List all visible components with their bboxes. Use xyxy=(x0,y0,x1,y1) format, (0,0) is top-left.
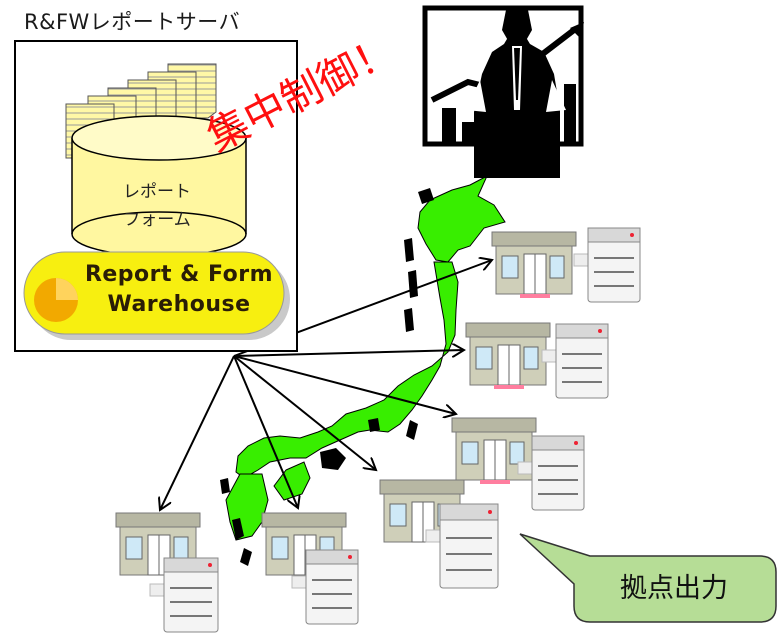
cylinder-label-report: レポート xyxy=(123,182,191,202)
server-title: R&FWレポートサーバ xyxy=(24,10,241,34)
cylinder-label-form: フォーム xyxy=(123,210,191,230)
callout-label: 拠点出力 xyxy=(620,573,728,604)
japan-map-icon xyxy=(220,174,506,566)
rfw-logo-line2: Warehouse xyxy=(107,292,251,317)
callout-bubble xyxy=(519,533,777,623)
printer-icon xyxy=(149,227,641,633)
cylinder-label: レポート フォーム xyxy=(112,178,202,234)
businessman-chart-icon xyxy=(422,5,584,178)
rfw-logo-line1: Report & Form xyxy=(84,262,274,287)
